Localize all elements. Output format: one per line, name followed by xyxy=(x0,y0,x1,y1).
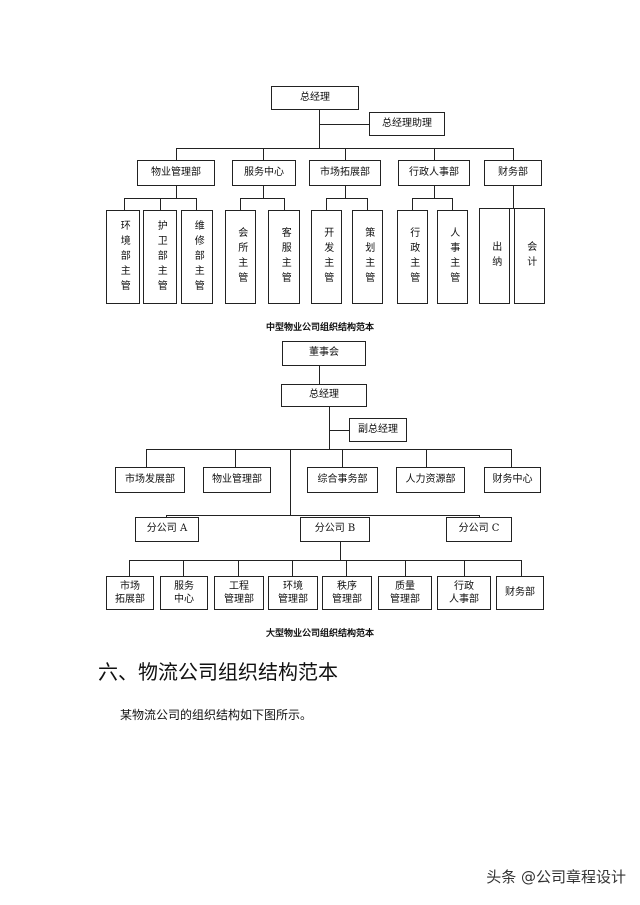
sub-box: 维修部主管 xyxy=(181,210,213,304)
chart2-caption: 大型物业公司组织结构范本 xyxy=(265,629,374,639)
board-box: 董事会 xyxy=(282,341,366,366)
branch-box: 分公司 B xyxy=(300,517,370,542)
branch-dept-box: 服务 中心 xyxy=(160,576,208,610)
chart1-caption: 中型物业公司组织结构范本 xyxy=(265,323,374,333)
branch-box: 分公司 C xyxy=(446,517,512,542)
sub-box: 护卫部主管 xyxy=(143,210,177,304)
dept-box: 物业管理部 xyxy=(137,160,215,186)
sub-box: 客服主管 xyxy=(268,210,300,304)
sub-box: 出纳 xyxy=(479,208,510,304)
branch-dept-box: 市场 拓展部 xyxy=(106,576,154,610)
branch-dept-box: 财务部 xyxy=(496,576,544,610)
sub-box: 环境部主管 xyxy=(106,210,140,304)
section-text: 某物流公司的组织结构如下图所示。 xyxy=(120,708,313,722)
dept-box: 行政人事部 xyxy=(398,160,470,186)
section-title: 六、物流公司组织结构范本 xyxy=(98,660,338,684)
dept-box: 市场发展部 xyxy=(115,467,185,493)
watermark: 头条 @公司章程设计 xyxy=(486,868,626,886)
branch-dept-box: 秩序 管理部 xyxy=(322,576,372,610)
sub-box: 策划主管 xyxy=(352,210,383,304)
ceo-box: 总经理 xyxy=(271,86,359,110)
sub-box: 人事主管 xyxy=(437,210,468,304)
assistant-box: 总经理助理 xyxy=(369,112,445,136)
sub-box: 会所主管 xyxy=(225,210,256,304)
sub-box: 行政主管 xyxy=(397,210,428,304)
sub-box: 会计 xyxy=(514,208,545,304)
dept-box: 市场拓展部 xyxy=(309,160,381,186)
branch-dept-box: 环境 管理部 xyxy=(268,576,318,610)
sub-box: 开发主管 xyxy=(311,210,342,304)
dept-box: 财务部 xyxy=(484,160,542,186)
vice-gm-box: 副总经理 xyxy=(349,418,407,442)
dept-box: 物业管理部 xyxy=(203,467,271,493)
branch-dept-box: 行政 人事部 xyxy=(437,576,491,610)
branch-dept-box: 质量 管理部 xyxy=(378,576,432,610)
dept-box: 人力资源部 xyxy=(396,467,465,493)
branch-dept-box: 工程 管理部 xyxy=(214,576,264,610)
dept-box: 综合事务部 xyxy=(307,467,378,493)
dept-box: 服务中心 xyxy=(232,160,296,186)
gm-box: 总经理 xyxy=(281,384,367,407)
dept-box: 财务中心 xyxy=(484,467,541,493)
branch-box: 分公司 A xyxy=(135,517,199,542)
